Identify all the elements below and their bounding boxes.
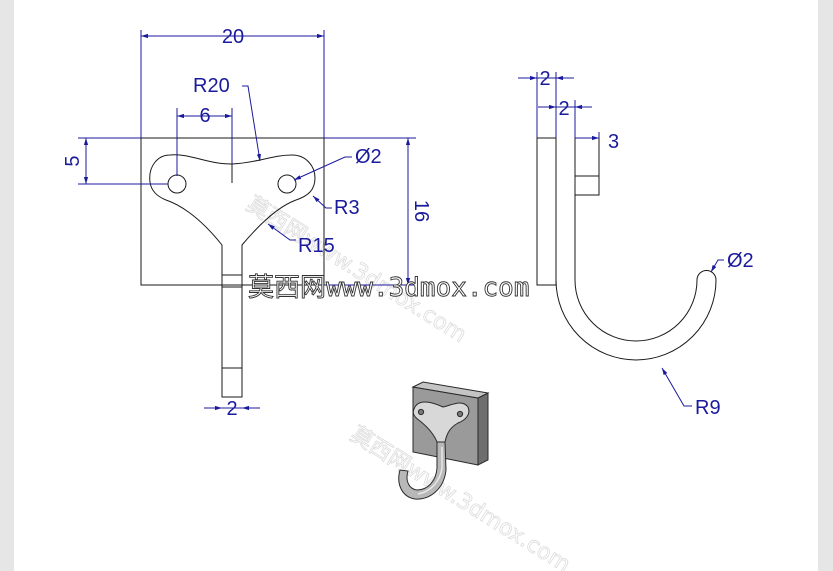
tip-diameter-leader: [710, 259, 724, 273]
iso-right-hole: [456, 410, 464, 418]
hook-bend-outer: [555, 279, 717, 361]
page-frame-left: [0, 0, 14, 571]
corner-radius-label: R3: [334, 197, 360, 219]
iso-plate-top: [411, 381, 490, 399]
side-view-dimensions: [518, 72, 724, 407]
hook-stem: [221, 274, 243, 398]
hook-bend-inner: [574, 279, 698, 342]
side-view: [536, 137, 717, 361]
hole-diameter-label: Ø2: [355, 146, 382, 168]
thickness-2-label: 2: [558, 98, 569, 120]
side-radius-label: R15: [298, 235, 335, 257]
page-frame-right: [818, 0, 833, 571]
side-plate: [536, 137, 557, 286]
boss-label: 3: [608, 131, 619, 153]
top-radius-label: R20: [193, 75, 230, 97]
iso-plate-side: [477, 392, 489, 466]
iso-hook-highlight: [417, 447, 443, 495]
width-label: 20: [222, 26, 244, 48]
hook-tip: [696, 270, 717, 281]
thickness-1-label: 2: [539, 68, 550, 90]
right-screw-hole: [277, 174, 297, 194]
stem-width-label: 2: [226, 398, 237, 420]
side-boss: [574, 137, 600, 196]
hole-spacing-label: 6: [199, 105, 210, 127]
side-radius-leader: [267, 223, 296, 241]
front-view: [140, 137, 325, 398]
top-offset-label: 5: [62, 155, 84, 166]
bracket-outline: [149, 154, 316, 276]
left-screw-hole: [167, 174, 187, 194]
isometric-view: [398, 381, 490, 500]
watermark-text: 莫西网www.3dmox.com: [248, 273, 530, 303]
corner-radius-leader: [312, 195, 332, 209]
hole-diameter-leader: [293, 156, 352, 181]
bend-radius-leader: [661, 367, 692, 407]
iso-left-hole: [417, 408, 425, 416]
top-radius-leader: [242, 85, 261, 162]
bend-radius-label: R9: [695, 397, 721, 419]
height-label: 16: [410, 200, 432, 222]
tip-diameter-label: Ø2: [727, 250, 754, 272]
front-view-dimensions: [78, 30, 416, 411]
iso-bracket: [412, 401, 470, 443]
